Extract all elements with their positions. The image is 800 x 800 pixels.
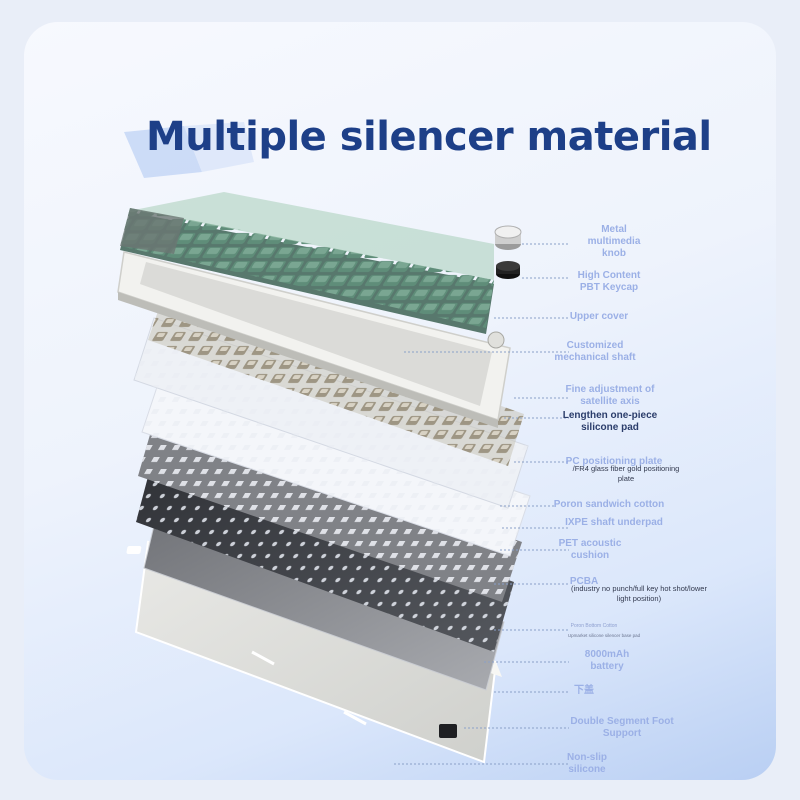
label-pc-plate: PC positioning plate (565, 456, 663, 467)
label-silicone-pad: Lengthen one-piece silicone pad (562, 410, 658, 433)
exploded-keyboard-illustration (117, 192, 569, 765)
label-ixpe: IXPE shaft underpad (565, 517, 663, 528)
decorative-ribbon (124, 122, 254, 178)
keycaps-layer (120, 192, 494, 334)
label-poron-bottom: Poron Bottom Cotton (570, 623, 618, 629)
metal-knob-part (494, 225, 522, 279)
leader-lines (394, 243, 569, 765)
label-poron-sandwich: Poron sandwich cotton (553, 499, 665, 510)
label-satellite-axis: Fine adjustment of satellite axis (565, 384, 655, 407)
product-card: Multiple silencer material (24, 22, 776, 780)
label-pbt-keycap: High Content PBT Keycap (577, 270, 641, 293)
page-title: Multiple silencer material (146, 114, 712, 160)
upper-cover-layer (117, 251, 511, 428)
label-non-slip: Non-slip silicone (567, 752, 607, 775)
label-lower-cover: 下盖 (574, 685, 594, 696)
label-upper-cover: Upper cover (569, 311, 629, 322)
label-fr4-plate: /FR4 glass fiber gold positioning plate (572, 464, 680, 483)
label-pcba: PCBA (569, 576, 599, 587)
label-pcba-note: (industry no punch/full key hot shot/low… (571, 584, 707, 603)
label-foot-support: Double Segment Foot Support (570, 716, 674, 739)
label-mechanical-shaft: Customized mechanical shaft (554, 340, 636, 363)
label-battery: 8000mAh battery (584, 649, 630, 672)
label-bottom-note: Upmarket silicone silencer base pad (567, 633, 641, 638)
label-metal-knob: Metal multimedia knob (587, 224, 641, 259)
foot-support-part (439, 724, 457, 738)
label-pet-cushion: PET acoustic cushion (558, 538, 622, 561)
